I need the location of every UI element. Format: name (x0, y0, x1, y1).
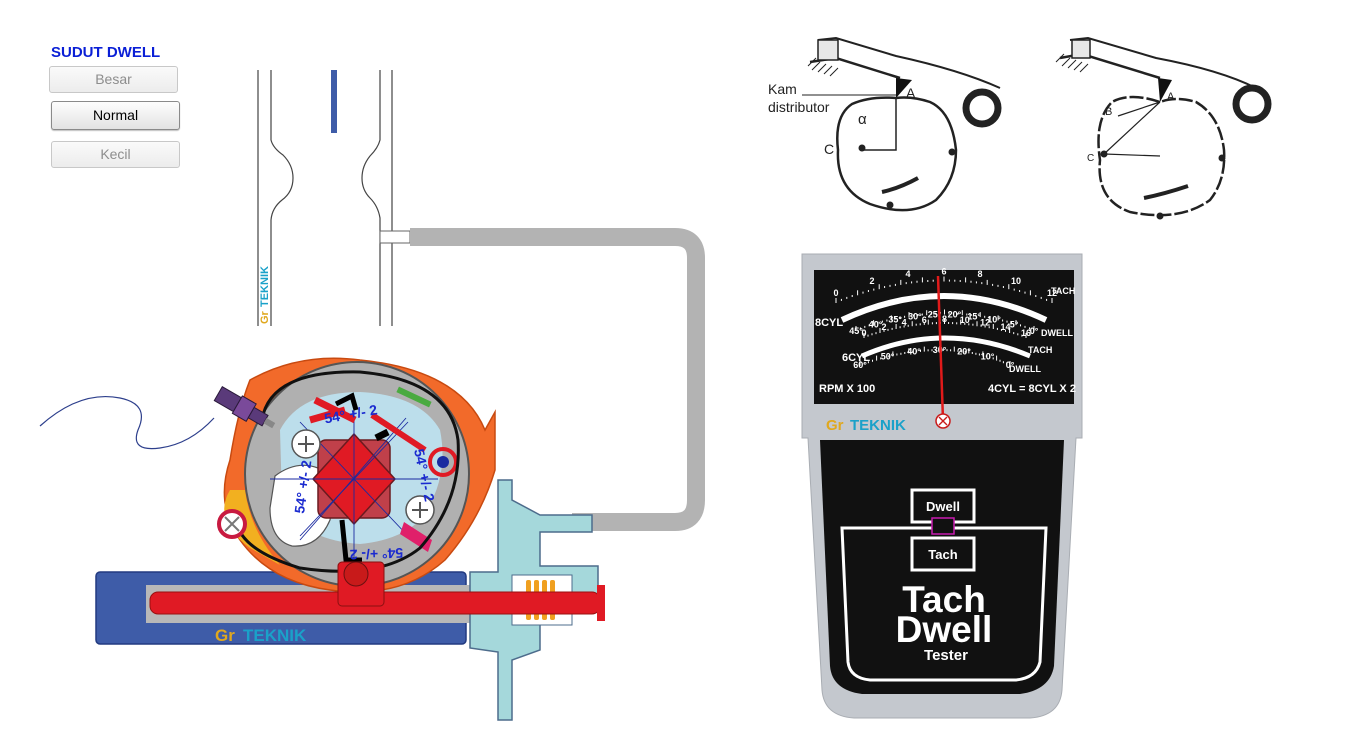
dwell-8cyl-tick-label: 25° (928, 310, 942, 320)
scale-label-tach-8: TACH (1051, 286, 1075, 296)
dwell-6cyl-tick-label: 50° (881, 352, 895, 362)
tach-8cyl-tick-label: 4 (905, 269, 910, 279)
scale-label-6cyl: 6CYL (842, 352, 870, 364)
dwell-6cyl-tick-label: 20° (957, 347, 971, 357)
scale-label-8cyl: 8CYL (815, 317, 843, 329)
normal-button[interactable]: Normal (51, 101, 180, 130)
label-alpha: α (858, 111, 867, 128)
vacuum-hose (379, 228, 705, 531)
brand-prefix-distributor: Gr (215, 626, 235, 645)
scale-label-dwell-6: DWELL (1009, 364, 1041, 374)
cam-diagram-right (1055, 36, 1272, 220)
tach-6cyl-tick-label: 12 (980, 318, 990, 328)
meter-title-tester: Tester (924, 647, 968, 664)
tach-6cyl-tick-label: 14 (1000, 322, 1010, 332)
besar-button[interactable]: Besar (49, 66, 178, 93)
dwell-8cyl-tick-label: 45° (849, 326, 863, 336)
dwell-8cyl-tick-label: 30° (908, 311, 922, 321)
meter-title-dwell: Dwell (896, 609, 993, 650)
tach-8cyl-tick-label: 6 (941, 267, 946, 277)
brand-name-scope: TEKNIK (259, 266, 271, 307)
brand-name-distributor: TEKNIK (243, 626, 307, 645)
tach-switch-position[interactable] (910, 536, 976, 572)
distributor-assembly: 54° +/- 2 54° +/- 2 54° +/- 2 54° +/- 2 … (39, 357, 605, 721)
tach-8cyl-tick-label: 2 (869, 276, 874, 286)
tach-6cyl-tick-label: 2 (881, 322, 886, 332)
ignition-wire (39, 395, 215, 450)
tach-8cyl-tick-label: 0 (833, 288, 838, 298)
label-b-right: B (1105, 106, 1112, 118)
dwell-8cyl-tick-label: 5° (1010, 320, 1019, 330)
dwell-6cyl-tick-label: 0° (1006, 360, 1015, 370)
brand-prefix-scope: Gr (259, 310, 271, 324)
tach-6cyl-tick-label: 10 (960, 315, 970, 325)
dwell-6cyl-tick-label: 40° (907, 347, 921, 357)
rpm-label: RPM X 100 (819, 383, 875, 395)
dwell-8cyl-tick-label: 0° (1030, 326, 1039, 336)
tach-8cyl-tick-label: 8 (977, 269, 982, 279)
dwell-8cyl-tick-label: 20° (948, 310, 962, 320)
mode-switch[interactable] (931, 517, 955, 535)
tach-6cyl-tick-label: 6 (922, 315, 927, 325)
tach-8cyl-tick-label: 10 (1011, 276, 1021, 286)
scale-label-tach-6: TACH (1028, 345, 1052, 355)
connector-plug (213, 385, 276, 429)
panel-title: SUDUT DWELL (51, 44, 161, 61)
tach-6cyl-tick-label: 0 (861, 328, 866, 338)
cyl-note: 4CYL = 8CYL X 2 (988, 383, 1076, 395)
dwell-8cyl-tick-label: 10° (987, 315, 1001, 325)
cam-diagram-left (807, 36, 1002, 212)
dwell-6cyl-tick-label: 60° (853, 360, 867, 370)
tach-8cyl-tick-label: 12 (1047, 288, 1057, 298)
dwell-8cyl-tick-label: 15° (967, 311, 981, 321)
label-a-right: A (1167, 91, 1175, 103)
tach-6cyl-tick-label: 8 (942, 314, 947, 324)
tach-6cyl-tick-label: 16 (1021, 328, 1031, 338)
label-a-left: A (906, 85, 916, 101)
kecil-button[interactable]: Kecil (51, 141, 180, 168)
brand-name-meter: TEKNIK (850, 417, 906, 434)
dwell-8cyl-tick-label: 40° (869, 320, 883, 330)
scale-label-dwell-8: DWELL (1041, 328, 1073, 338)
dwell-angle-label-left: 54° +/- 2 (291, 459, 314, 514)
brand-prefix-meter: Gr (826, 417, 844, 434)
meter-title-tach: Tach (902, 579, 986, 620)
label-distributor: distributor (768, 99, 830, 115)
label-c-right: C (1087, 153, 1094, 164)
dwell-8cyl-tick-label: 35° (888, 315, 902, 325)
tach-6cyl-tick-label: 4 (902, 318, 907, 328)
waveform-display: Gr TEKNIK (257, 70, 393, 326)
switch-label-tach: Tach (928, 547, 957, 562)
switch-label-dwell: Dwell (926, 499, 960, 514)
meter-needle (936, 275, 945, 421)
dwell-angle-label-bottom: 54° +/- 2 (349, 545, 403, 563)
waveform-marker (331, 70, 337, 133)
label-c-left: C (824, 141, 834, 157)
label-kam: Kam (768, 81, 797, 97)
dwell-6cyl-tick-label: 10° (981, 352, 995, 362)
